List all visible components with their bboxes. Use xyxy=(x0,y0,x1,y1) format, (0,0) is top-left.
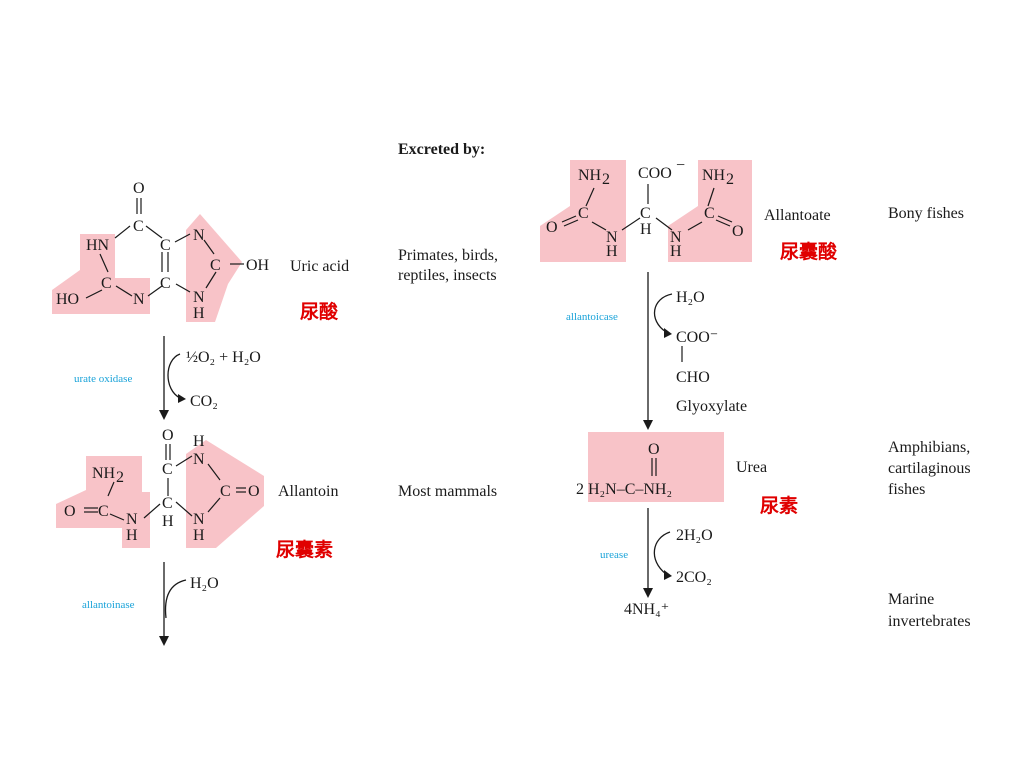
svg-text:C: C xyxy=(220,483,231,500)
svg-text:−: − xyxy=(676,157,685,174)
urate-oxidase-arrow xyxy=(159,336,186,420)
svg-text:H: H xyxy=(193,305,205,322)
svg-text:O: O xyxy=(732,223,744,240)
uric-acid-structure: O C HN C N C OH C C N N H HO xyxy=(52,180,270,322)
svg-text:O: O xyxy=(64,503,76,520)
svg-text:HN: HN xyxy=(86,237,110,254)
svg-text:C: C xyxy=(101,275,112,292)
allantoin-highlight-right xyxy=(186,440,264,548)
svg-text:C: C xyxy=(162,461,173,478)
urea-label: Urea xyxy=(736,459,767,476)
glyoxylate-label: Glyoxylate xyxy=(676,398,747,415)
uric-acid-excreted-by-line-1: Primates, birds, xyxy=(398,247,498,264)
urease-enzyme: urease xyxy=(600,549,628,561)
uric-acid-highlight-right xyxy=(186,214,242,322)
svg-text:C: C xyxy=(160,237,171,254)
svg-text:NH: NH xyxy=(702,167,726,184)
urea-excreted-by-line-3: fishes xyxy=(888,481,925,498)
svg-text:H: H xyxy=(193,527,205,544)
glyoxylate-carboxylate: COO⁻ xyxy=(676,329,718,346)
svg-text:H: H xyxy=(162,513,174,530)
svg-text:2: 2 xyxy=(726,171,734,188)
allantoinase-input: H₂O xyxy=(190,575,219,592)
ammonium-product: 4NH₄⁺ xyxy=(624,601,669,618)
uric-acid-chinese-label: 尿酸 xyxy=(300,300,339,323)
svg-text:C: C xyxy=(704,205,715,222)
svg-text:C: C xyxy=(160,275,171,292)
allantoinase-enzyme: allantoinase xyxy=(82,599,135,611)
urease-input: 2H₂O xyxy=(676,527,713,544)
svg-text:OH: OH xyxy=(246,257,270,274)
urate-oxidase-output: CO₂ xyxy=(190,393,218,410)
svg-text:H: H xyxy=(193,433,205,450)
svg-text:C: C xyxy=(133,218,144,235)
svg-text:NH: NH xyxy=(92,465,116,482)
svg-text:COO: COO xyxy=(638,165,672,182)
urea-formula: 2 H₂N–C–NH₂ xyxy=(576,481,672,498)
svg-text:O: O xyxy=(546,219,558,236)
allantoate-highlight-right xyxy=(668,160,752,262)
allantoinase-arrow xyxy=(159,562,187,646)
svg-text:2: 2 xyxy=(602,171,610,188)
urease-arrow xyxy=(643,508,672,598)
allantoate-highlight-left xyxy=(540,160,626,262)
urea-structure: O xyxy=(588,432,724,502)
allantoicase-input: H₂O xyxy=(676,289,705,306)
uric-acid-label: Uric acid xyxy=(290,258,349,275)
svg-text:C: C xyxy=(210,257,221,274)
allantoate-label: Allantoate xyxy=(764,207,831,224)
svg-text:C: C xyxy=(98,503,109,520)
svg-text:N: N xyxy=(670,229,682,246)
svg-text:HO: HO xyxy=(56,291,79,308)
svg-text:O: O xyxy=(133,180,145,197)
svg-text:C: C xyxy=(578,205,589,222)
svg-text:N: N xyxy=(193,511,205,528)
allantoin-chinese-label: 尿囊素 xyxy=(276,538,333,561)
allantoicase-arrow xyxy=(643,272,683,430)
svg-text:C: C xyxy=(640,205,651,222)
svg-text:2: 2 xyxy=(116,469,124,486)
allantoate-chinese-label: 尿囊酸 xyxy=(780,240,838,263)
svg-text:H: H xyxy=(606,243,618,260)
urea-chinese-label: 尿素 xyxy=(760,494,798,517)
glyoxylate-aldehyde: CHO xyxy=(676,369,710,386)
allantoin-excreted-by: Most mammals xyxy=(398,483,497,500)
svg-text:N: N xyxy=(193,227,205,244)
uric-acid-highlight-left xyxy=(52,234,150,314)
urease-output: 2CO₂ xyxy=(676,569,712,586)
svg-text:C: C xyxy=(162,495,173,512)
urea-excreted-by-line-1: Amphibians, xyxy=(888,439,970,456)
svg-text:H: H xyxy=(670,243,682,260)
urate-oxidase-enzyme: urate oxidase xyxy=(74,373,132,385)
allantoate-excreted-by: Bony fishes xyxy=(888,205,964,222)
svg-text:N: N xyxy=(133,291,145,308)
svg-text:O: O xyxy=(162,427,174,444)
urea-excreted-by-line-2: cartilaginous xyxy=(888,460,971,477)
allantoicase-enzyme: allantoicase xyxy=(566,311,618,323)
ammonia-excreted-by-line-1: Marine xyxy=(888,591,934,608)
allantoin-label: Allantoin xyxy=(278,483,338,500)
allantoate-structure: NH 2 O C N H COO − C H N H NH 2 C O xyxy=(540,157,752,262)
svg-text:H: H xyxy=(640,221,652,238)
svg-text:O: O xyxy=(648,441,660,458)
svg-text:N: N xyxy=(606,229,618,246)
svg-text:N: N xyxy=(193,289,205,306)
allantoin-highlight-left xyxy=(56,456,150,548)
svg-text:NH: NH xyxy=(578,167,602,184)
svg-text:H: H xyxy=(126,527,138,544)
half-fraction: ½ xyxy=(186,349,198,366)
svg-text:O: O xyxy=(248,483,260,500)
excreted-by-header: Excreted by: xyxy=(398,141,485,158)
uric-acid-excreted-by-line-2: reptiles, insects xyxy=(398,267,497,284)
allantoin-structure: NH 2 O C N H O C C H H N C O N H xyxy=(56,427,264,548)
ammonia-excreted-by-line-2: invertebrates xyxy=(888,613,971,630)
svg-text:N: N xyxy=(193,451,205,468)
svg-text:N: N xyxy=(126,511,138,528)
urate-oxidase-inputs: O₂ + H₂O xyxy=(198,349,261,366)
